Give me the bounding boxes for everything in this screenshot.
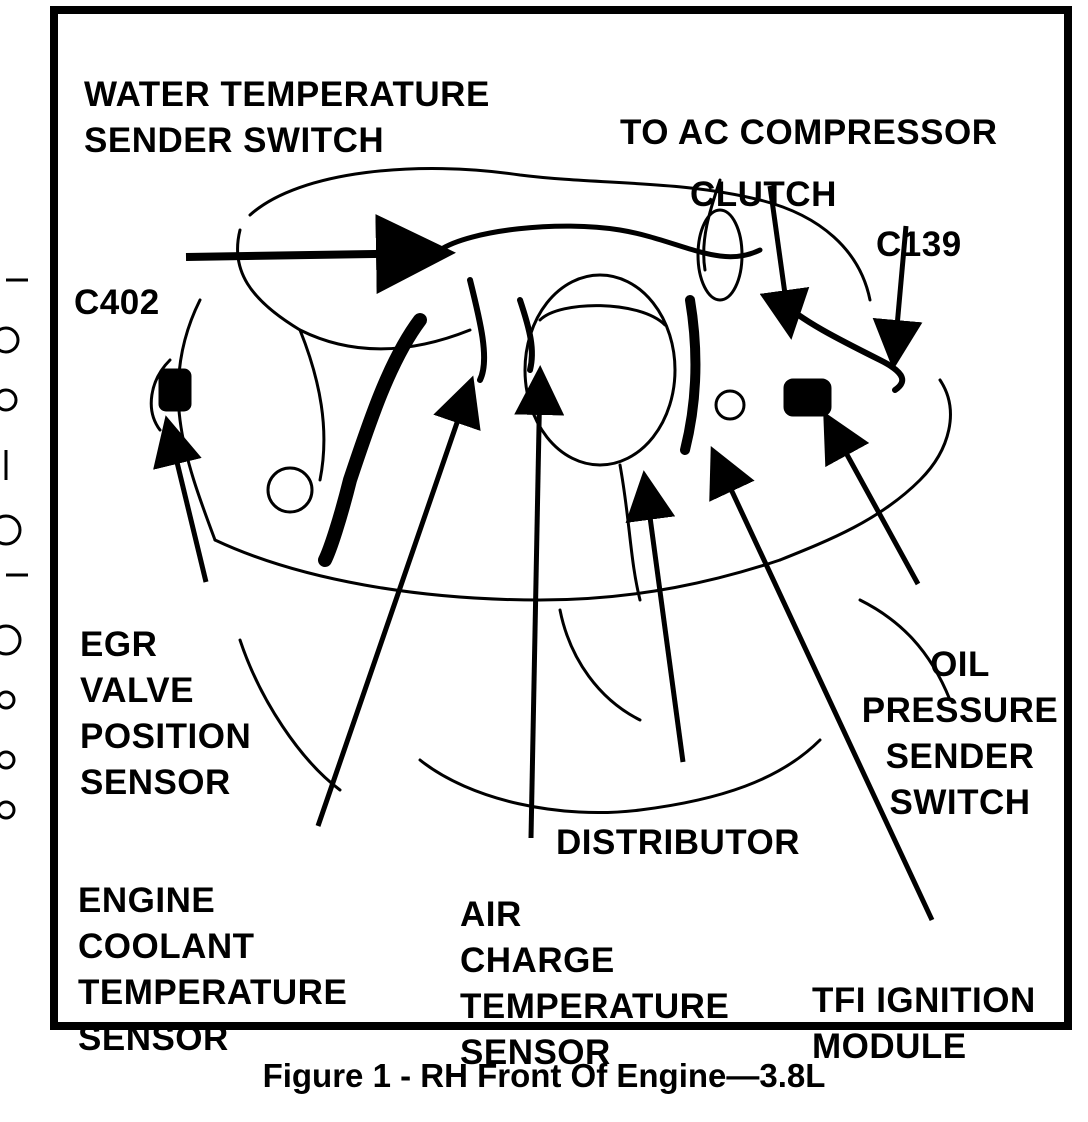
arrow-coolant [315, 375, 481, 827]
label-distributor: DISTRIBUTOR [556, 823, 801, 862]
arrow-oil [823, 411, 921, 586]
figure-caption: Figure 1 - RH Front Of Engine—3.8L [262, 1057, 826, 1094]
binding-marks [0, 278, 28, 820]
engine-line-art [149, 167, 952, 815]
arrow-air-charge [514, 365, 565, 839]
label-c402: C402 [74, 283, 160, 322]
arrow-clutch [759, 185, 810, 340]
label-c139: C139 [876, 225, 962, 264]
arrow-distributor [625, 470, 686, 763]
arrow-c402 [185, 214, 456, 295]
arrow-tfi [709, 445, 935, 922]
label-to-ac-compressor: TO AC COMPRESSOR [620, 113, 998, 152]
leader-arrows [153, 185, 935, 922]
label-clutch: CLUTCH [690, 175, 837, 214]
arrow-c139 [872, 225, 923, 370]
arrow-egr [153, 415, 209, 583]
